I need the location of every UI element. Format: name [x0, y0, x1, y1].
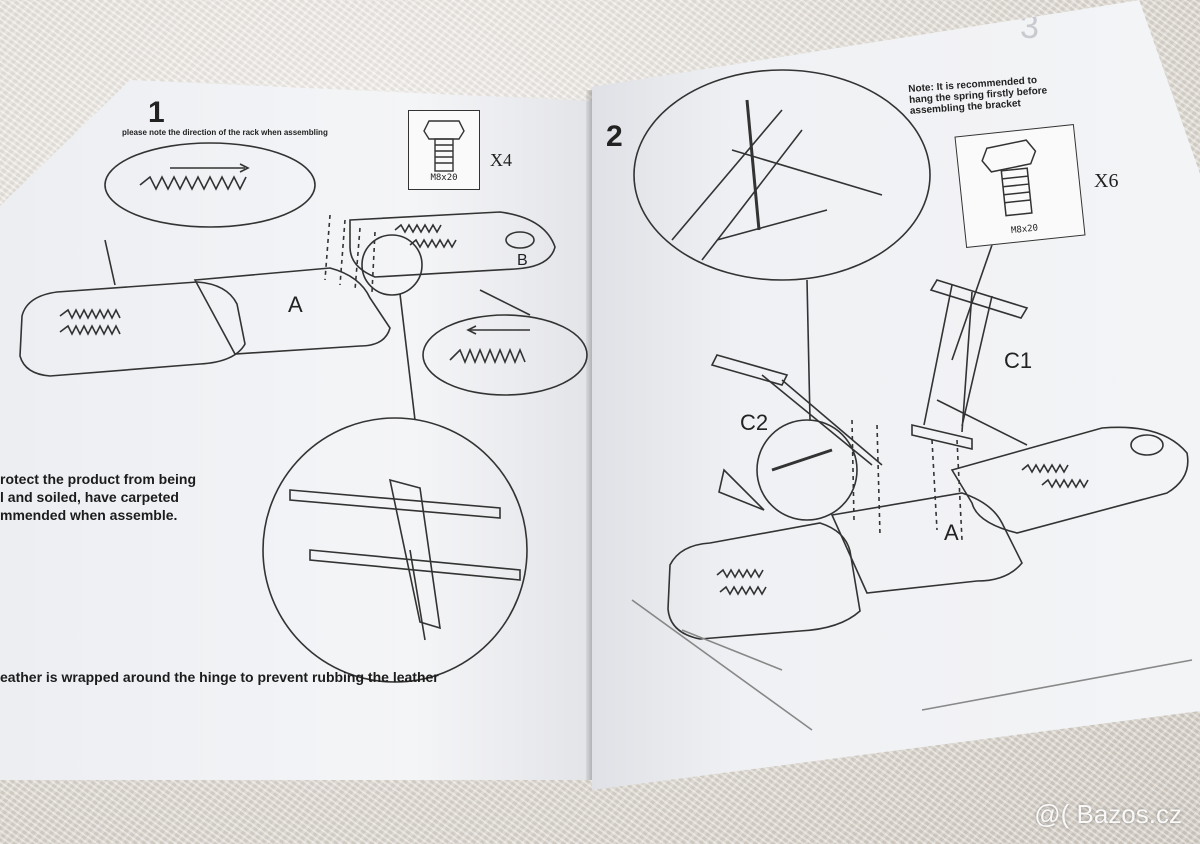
carpet-line-1: rotect the product from being: [0, 471, 196, 487]
bolt-callout-box: M8x20: [408, 110, 480, 190]
step-number: 2: [606, 120, 623, 153]
board-label-a: A: [944, 520, 959, 545]
carpet-instructions: rotect the product from being l and soil…: [0, 470, 196, 524]
step2-illustration: [631, 69, 1193, 731]
carpet-line-2: l and soiled, have carpeted: [0, 489, 179, 505]
bolt-callout-box: M8x20: [954, 124, 1086, 248]
bolt-icon: [981, 139, 1037, 217]
watermark: @( Bazos.cz: [1034, 799, 1182, 829]
right-page: 3 2 Note: It is recommended to hang the …: [592, 0, 1200, 790]
leather-instructions: eather is wrapped around the hinge to pr…: [0, 669, 439, 685]
assembly-note: please note the direction of the rack wh…: [122, 128, 328, 137]
bracket-label-c1: C1: [1004, 348, 1033, 373]
step-number: 1: [148, 96, 165, 129]
bolt-icon: [423, 120, 465, 172]
step1-illustration: [19, 142, 588, 683]
left-page: 1 please note the direction of the rack …: [0, 80, 592, 780]
carpet-line-3: mmended when assemble.: [0, 507, 178, 523]
bolt-size-label: M8x20: [430, 173, 458, 183]
board-label-b: B: [517, 252, 528, 269]
bracket-label-c2: C2: [740, 410, 769, 435]
bolt-quantity: X6: [1094, 170, 1119, 192]
bolt-quantity: X4: [490, 150, 512, 170]
board-label-a: A: [288, 292, 303, 317]
